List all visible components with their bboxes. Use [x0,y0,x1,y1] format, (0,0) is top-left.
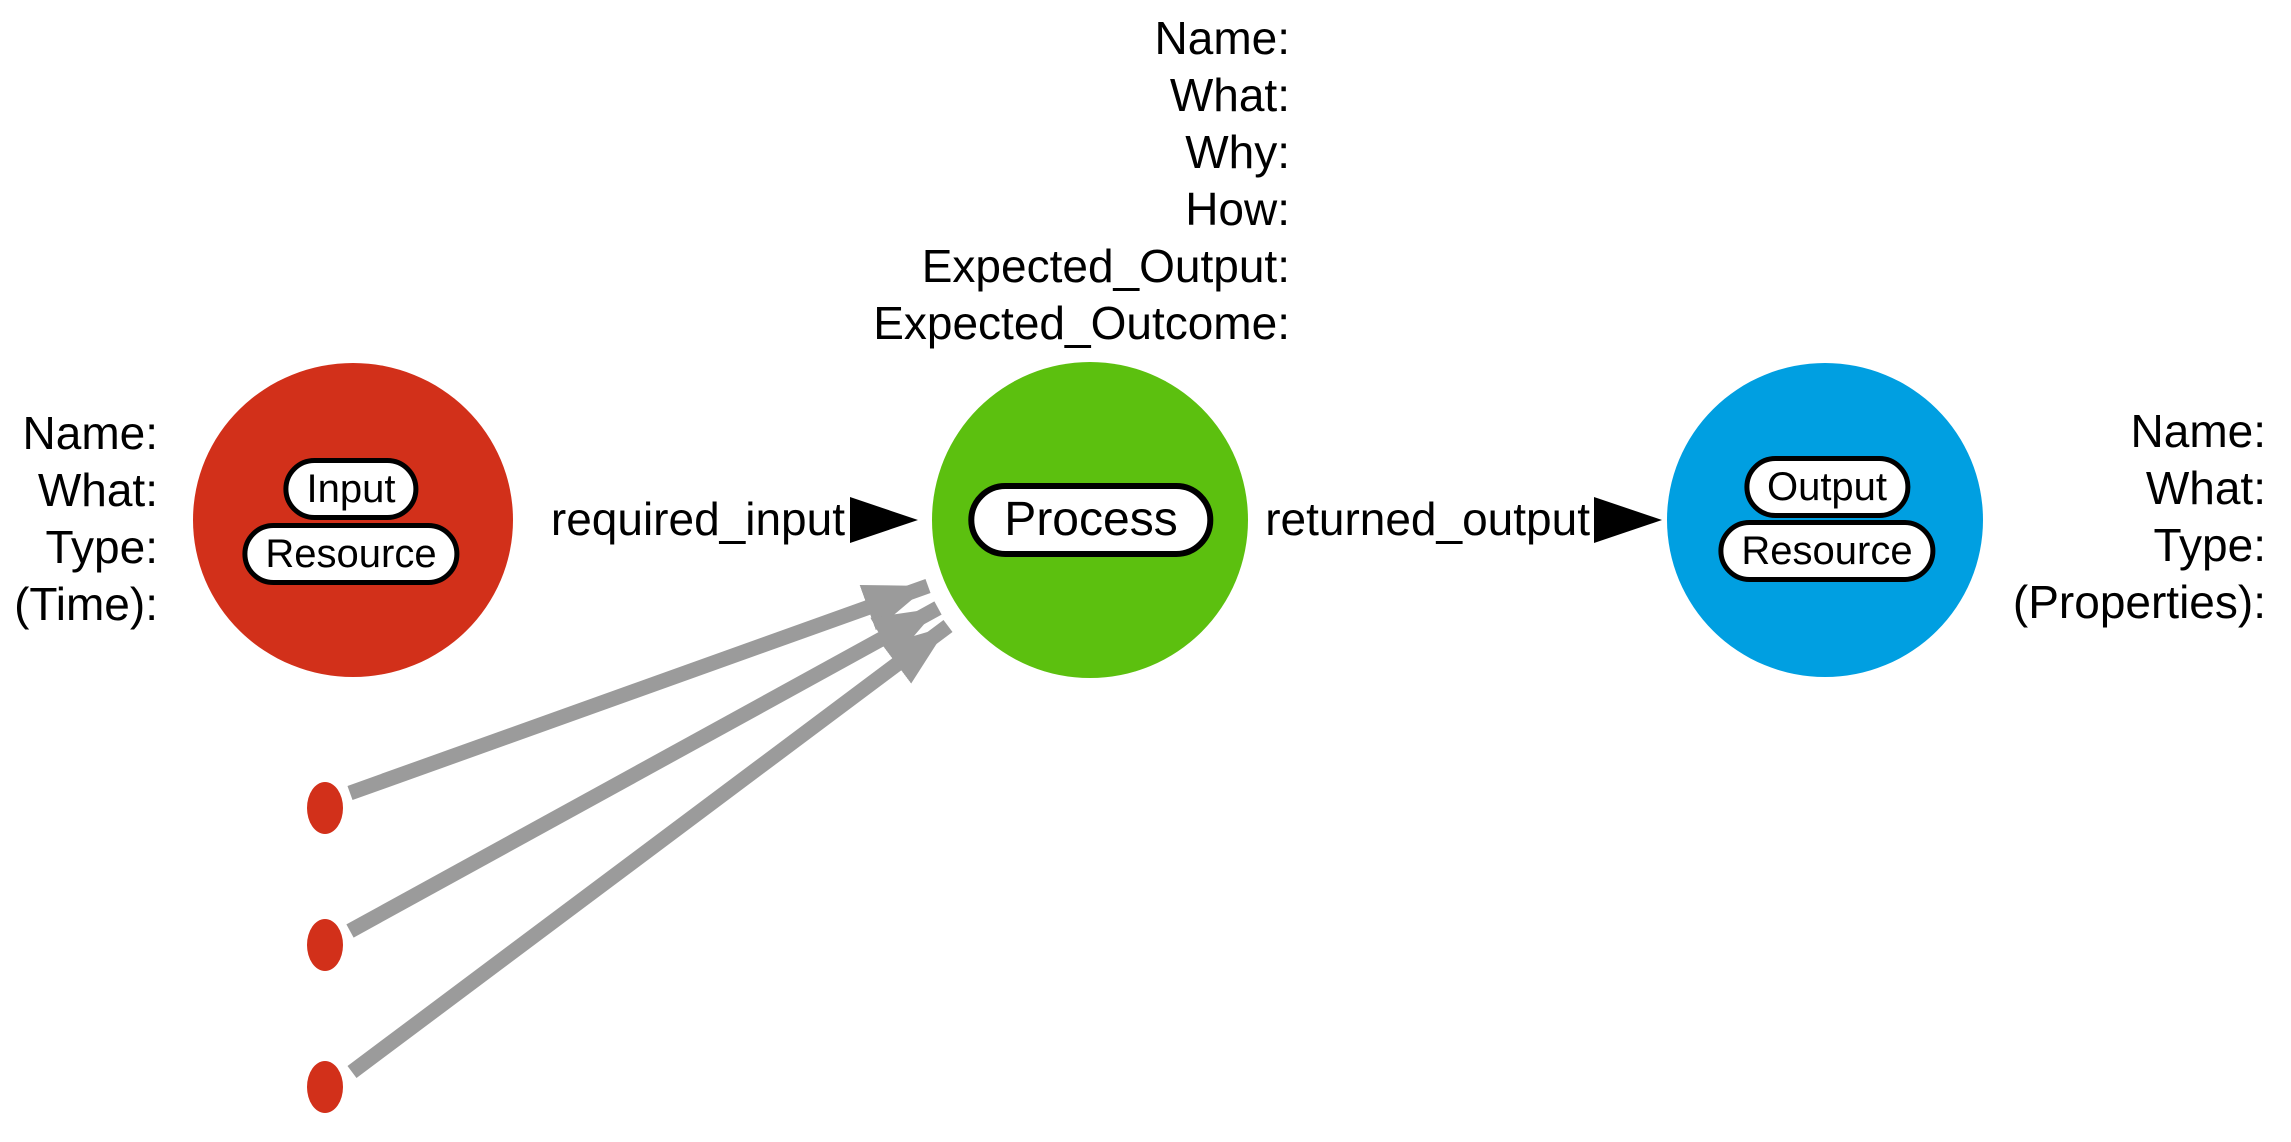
resource-connector-2 [346,601,942,938]
required-input-edge-label: required_input [550,493,845,545]
process-attr-expected-outcome: Expected_Outcome: [873,297,1290,349]
output-node-pills: Output Resource [1718,456,1936,582]
process-node-pills: Process [968,483,1214,557]
process-pill: Process [968,483,1214,557]
resource-connector-1 [347,578,931,801]
resource-dot-1 [307,782,343,834]
output-attributes: Name: What: Type: (Properties): [2013,403,2266,631]
input-attr-type: Type: [45,521,158,573]
resource-dot-2 [307,919,343,971]
returned-output-arrowhead [1594,497,1662,543]
output-attr-type: Type: [2153,519,2266,571]
output-attr-name: Name: [2130,405,2266,457]
output-resource-pill: Resource [1718,520,1936,582]
resource-connector-3 [347,619,953,1079]
output-attr-what: What: [2145,462,2266,514]
required-input-arrowhead [850,497,918,543]
output-pill: Output [1743,456,1911,518]
input-attributes: Name: What: Type: (Time): [14,405,158,633]
input-attr-what: What: [37,464,158,516]
input-pill: Input [283,458,419,520]
process-attr-name: Name: [1154,12,1290,64]
resource-dot-3 [307,1061,343,1113]
input-node-pills: Input Resource [242,458,460,585]
process-attr-what: What: [1169,69,1290,121]
input-attr-name: Name: [22,407,158,459]
process-attributes: Name: What: Why: How: Expected_Output: E… [873,10,1290,352]
output-attr-properties: (Properties): [2012,576,2266,628]
input-node-circle [193,363,513,677]
process-attr-why: Why: [1185,126,1290,178]
process-attr-expected-output: Expected_Output: [921,240,1290,292]
returned-output-edge-label: returned_output [1265,493,1590,545]
process-attr-how: How: [1185,183,1290,235]
input-resource-pill: Resource [242,523,460,585]
input-attr-time: (Time): [14,578,158,630]
